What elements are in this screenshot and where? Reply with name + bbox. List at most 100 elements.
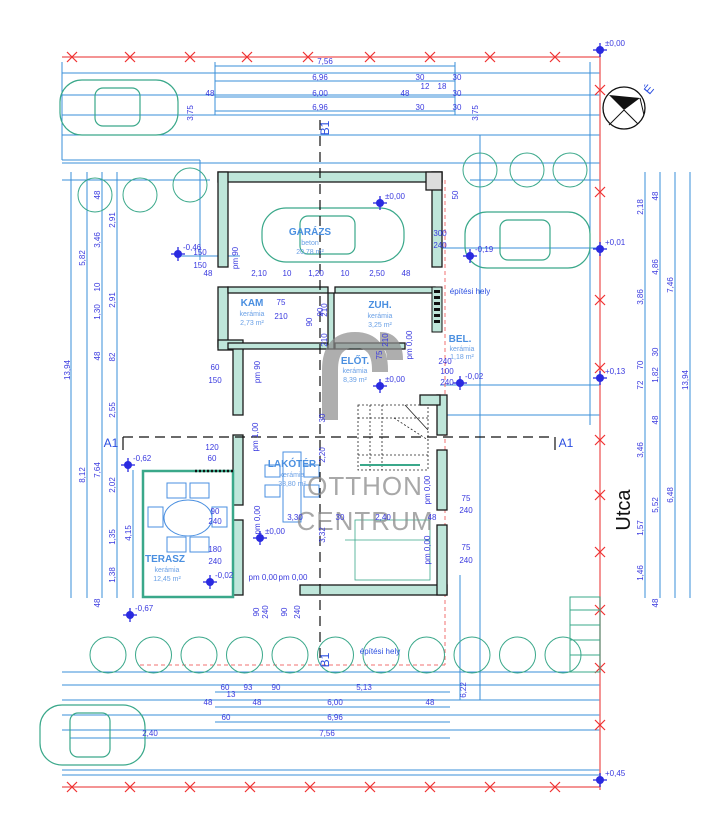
- dimension-label: 150: [193, 261, 207, 270]
- dimension-label: 48: [204, 269, 213, 278]
- dimension-label: 3,46: [93, 232, 102, 248]
- x-marker-icon: [594, 546, 606, 558]
- dimension-label: 13,94: [63, 359, 72, 380]
- x-marker-icon: [594, 434, 606, 446]
- level-marker: -0,02: [453, 372, 484, 390]
- section-marker: A1: [559, 436, 574, 450]
- dimension-label: 3,32: [318, 527, 327, 543]
- dimension-label: 13: [227, 690, 236, 699]
- x-marker-icon: [594, 294, 606, 306]
- dimension-label: 1,35: [108, 529, 117, 545]
- dimension-label: 2,02: [108, 477, 117, 493]
- dimension-label: pm 0,00: [253, 505, 262, 534]
- building-zone-label: építési hely: [450, 287, 490, 296]
- dimension-label: 6,48: [666, 487, 675, 503]
- dimension-label: 60: [208, 454, 217, 463]
- room-floor: beton: [301, 240, 319, 247]
- tree-icon: [122, 177, 158, 213]
- level-label: -0,67: [135, 604, 154, 613]
- dimension-label: 90: [211, 507, 220, 516]
- tree-icon: [89, 636, 127, 674]
- dimension-label: 30: [318, 413, 327, 422]
- dimension-label: 7,56: [319, 729, 335, 738]
- tree-icon: [462, 152, 498, 188]
- building-zone-label: építési hely: [360, 647, 400, 656]
- dimension-label: 75: [462, 494, 471, 503]
- dimension-label: pm 0,00: [423, 535, 432, 564]
- car-icon: [261, 207, 405, 263]
- tree-icon: [453, 636, 491, 674]
- dimension-label: 6,96: [327, 713, 343, 722]
- dimension-label: 90: [280, 607, 289, 616]
- dimension-label: 10: [93, 282, 102, 291]
- level-marker: -0,02: [203, 571, 234, 589]
- dimension-label: 48: [401, 89, 410, 98]
- dimension-label: 90: [252, 607, 261, 616]
- dimension-label: 10: [341, 269, 350, 278]
- dimension-label: 48: [651, 191, 660, 200]
- watermark-text: CENTRUM: [297, 506, 434, 536]
- dimension-label: 300: [433, 229, 447, 238]
- dimension-label: 60: [221, 683, 230, 692]
- dimension-label: 6,96: [312, 73, 328, 82]
- dimension-label: 60: [211, 363, 220, 372]
- dimension-label: 6,00: [327, 698, 343, 707]
- dimension-label: 75: [462, 543, 471, 552]
- dimension-label: 10: [283, 269, 292, 278]
- building-walls: [217, 171, 448, 596]
- x-marker-icon: [594, 186, 606, 198]
- dimension-label: 2,20: [318, 447, 327, 463]
- dimension-label: pm 90: [231, 246, 240, 269]
- level-marker: -0,67: [123, 604, 154, 622]
- room-area: 1,18 m²: [450, 354, 474, 361]
- dimension-label: 240: [440, 378, 454, 387]
- room-floor: kerámia: [280, 472, 305, 479]
- level-label: -0,19: [475, 245, 494, 254]
- room-area: 3,25 m²: [368, 322, 392, 329]
- level-label: +0,45: [605, 769, 626, 778]
- dimension-label: 60: [222, 713, 231, 722]
- x-marker-icon: [304, 781, 316, 793]
- dimension-label: 82: [108, 352, 117, 361]
- dimension-label: 2,50: [369, 269, 385, 278]
- dimension-label: pm 0,00: [279, 573, 308, 582]
- x-marker-icon: [549, 51, 561, 63]
- dimension-label: 48: [651, 415, 660, 424]
- dimension-label: 72: [636, 380, 645, 389]
- dimension-label: 240: [459, 506, 473, 515]
- x-marker-icon: [184, 781, 196, 793]
- dimension-label: 2,91: [108, 212, 117, 228]
- dimension-label: 48: [253, 698, 262, 707]
- watermark-logo: [322, 331, 403, 420]
- tree-icon: [499, 636, 536, 674]
- level-marker: +0,13: [593, 367, 626, 385]
- dimension-label: 50: [451, 190, 460, 199]
- x-marker-icon: [364, 51, 376, 63]
- level-marker: -0,62: [121, 454, 152, 472]
- dimension-label: 150: [193, 248, 207, 257]
- level-marker: +0,01: [593, 238, 626, 256]
- tree-icon: [552, 152, 588, 188]
- level-label: +0,01: [605, 238, 626, 247]
- dimension-label: 240: [459, 556, 473, 565]
- dimension-label: 2,40: [375, 513, 391, 522]
- dimension-label: 75: [277, 298, 286, 307]
- dimension-label: 4,86: [651, 259, 660, 275]
- tree-icon: [77, 177, 113, 213]
- level-label: -0,02: [465, 372, 484, 381]
- room-floor: kerámia: [155, 567, 180, 574]
- dimension-label: 1,30: [93, 304, 102, 320]
- dimension-label: 90: [305, 317, 314, 326]
- dimension-label: pm 0,00: [423, 475, 432, 504]
- dimension-label: 240: [433, 241, 447, 250]
- dimension-label: 210: [274, 312, 288, 321]
- dimension-label: 48: [93, 190, 102, 199]
- dimension-label: 48: [206, 89, 215, 98]
- terrace: [141, 451, 320, 599]
- dimension-label: 30: [453, 73, 462, 82]
- tree-icon: [317, 636, 354, 674]
- dimension-label: 7,56: [317, 57, 333, 66]
- dimension-label: 3,46: [636, 442, 645, 458]
- dimension-label: 1,38: [108, 567, 117, 583]
